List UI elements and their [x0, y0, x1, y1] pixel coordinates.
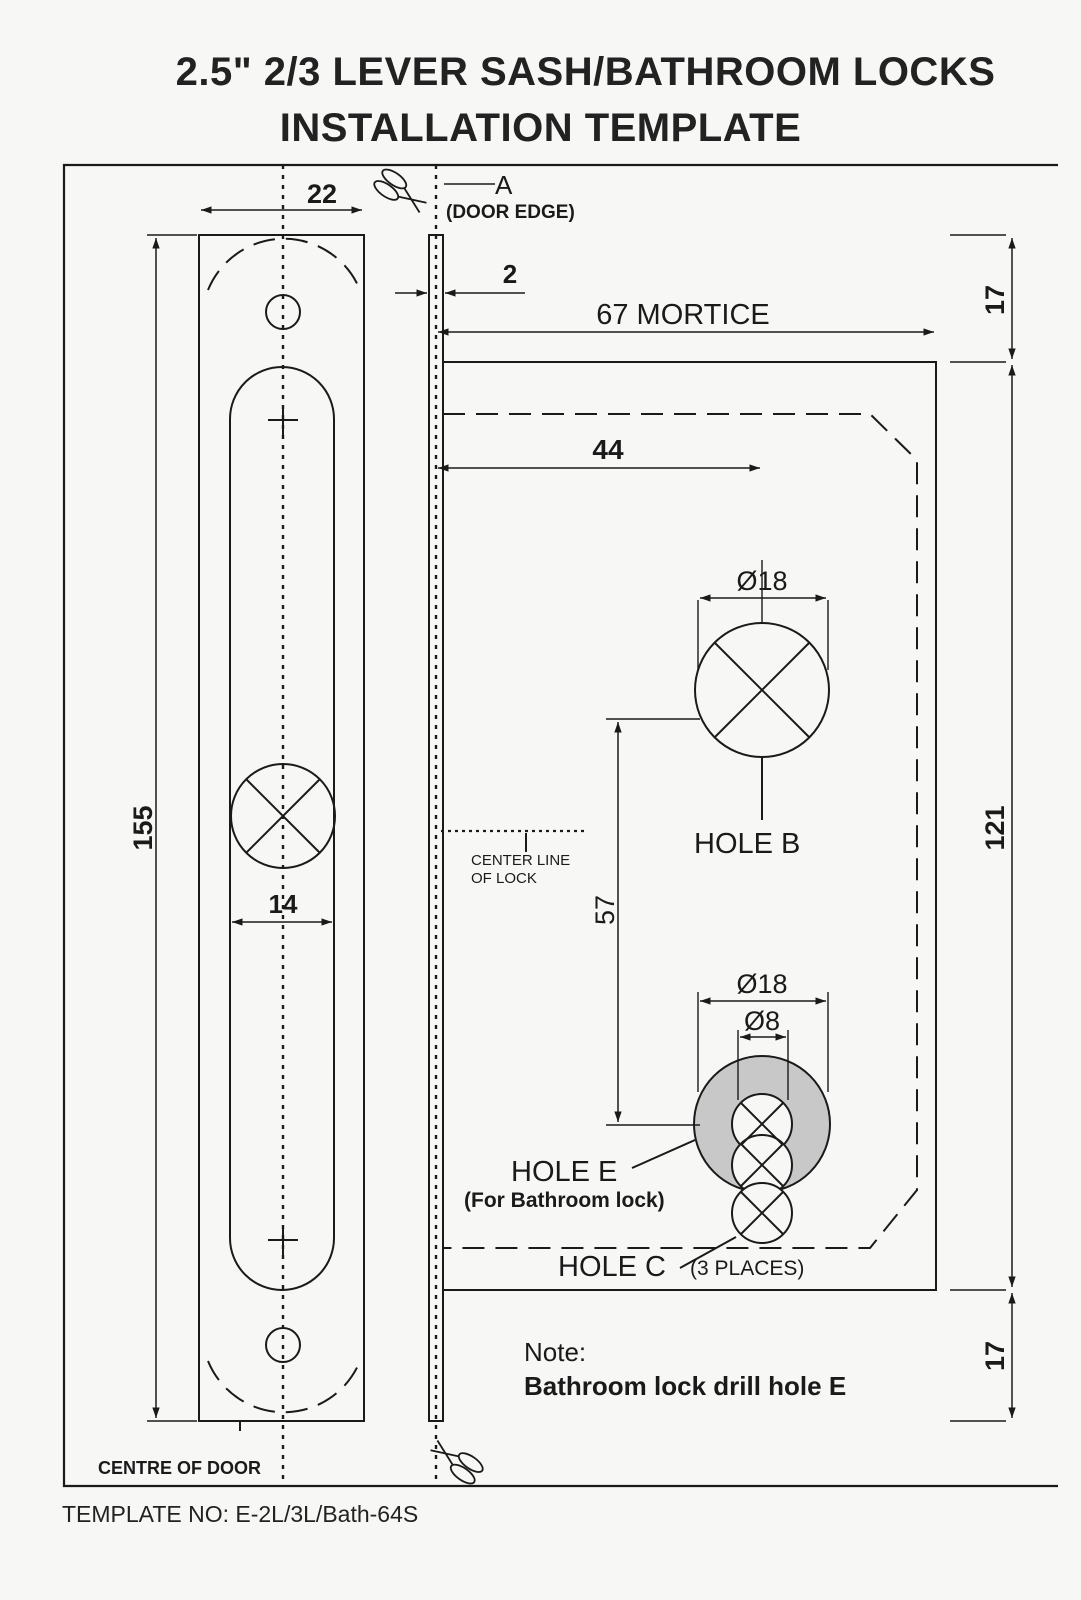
- title-line-1: 2.5" 2/3 LEVER SASH/BATHROOM LOCKS: [175, 50, 996, 94]
- slot-cross-bottom: [268, 1225, 298, 1255]
- hole-c-crosses: [740, 1102, 784, 1235]
- extension-lines: [147, 234, 1006, 1422]
- edge-offset-label: 2: [503, 259, 517, 289]
- edge-marker-label: A: [495, 170, 513, 200]
- centre-of-door-leader: [239, 1420, 283, 1431]
- hole-e-diameter-label: Ø18: [736, 969, 787, 999]
- hole-b-label: HOLE B: [694, 828, 800, 860]
- mortice-outline: [442, 361, 937, 1291]
- faceplate-width-label: 22: [307, 179, 337, 209]
- lock-body-outline: [443, 413, 918, 1249]
- mortice-height-label: 121: [980, 805, 1010, 850]
- top-margin-label: 17: [980, 285, 1010, 315]
- hole-e-leader: [631, 1139, 696, 1169]
- backset-label: 44: [592, 434, 624, 465]
- faceplate-outline: [198, 234, 365, 1422]
- mortice-label: 67 MORTICE: [596, 299, 770, 331]
- faceplate-height-label: 155: [128, 805, 158, 850]
- slot-cross-top: [268, 405, 298, 435]
- hole-e-label: HOLE E: [511, 1156, 617, 1188]
- scissors-icon-top: [373, 168, 427, 214]
- center-line-label: CENTER LINE: [471, 852, 570, 869]
- hole-e-note: (For Bathroom lock): [464, 1189, 665, 1212]
- note-heading: Note:: [524, 1337, 586, 1367]
- template-frame: [62, 163, 1058, 1488]
- template-number: TEMPLATE NO: E-2L/3L/Bath-64S: [62, 1501, 419, 1527]
- scissors-icon-bottom: [430, 1439, 484, 1485]
- hole-b-diameter-label: Ø18: [736, 566, 787, 596]
- of-lock-label: OF LOCK: [471, 870, 537, 887]
- note-text: Bathroom lock drill hole E: [524, 1371, 846, 1401]
- hole-c-places-label: (3 PLACES): [690, 1257, 804, 1280]
- title-line-2: INSTALLATION TEMPLATE: [279, 106, 802, 150]
- hole-c-label: HOLE C: [558, 1251, 666, 1283]
- centre-of-door-label: CENTRE OF DOOR: [98, 1458, 261, 1478]
- door-edge-label: (DOOR EDGE): [446, 202, 575, 223]
- faceplate-top-arc: [207, 237, 361, 291]
- faceplate-bottom-arc: [207, 1360, 361, 1414]
- bottom-margin-label: 17: [980, 1341, 1010, 1371]
- slot-width-label: 14: [269, 889, 298, 919]
- hole-b-cross: [714, 642, 810, 738]
- screw-hole-top: [265, 294, 301, 330]
- hole-c-leader: [679, 1236, 737, 1269]
- hole-c-group: [731, 1093, 793, 1244]
- lever-spacing-label: 57: [590, 895, 620, 925]
- hole-c-diameter-label: Ø8: [744, 1006, 780, 1036]
